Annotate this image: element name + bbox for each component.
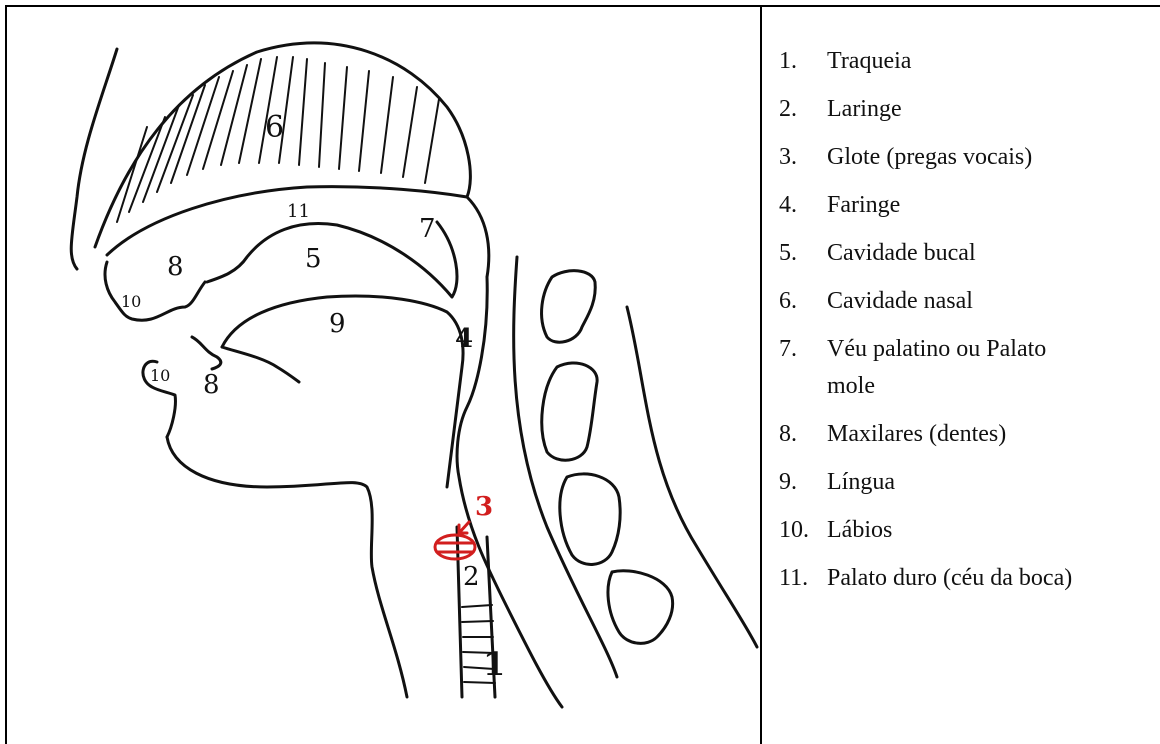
- legend-item-7: 7.Véu palatino ou Palato: [779, 336, 1159, 363]
- chin-neck: [167, 437, 407, 697]
- legend-item-2: 2.Laringe: [779, 96, 1159, 123]
- legend-item-1: 1.Traqueia: [779, 48, 1159, 75]
- legend-list: 1.Traqueia 2.Laringe 3.Glote (pregas voc…: [779, 48, 1159, 613]
- spine-front-line: [514, 257, 617, 677]
- column-divider: [760, 5, 762, 744]
- vertebra-3: [560, 474, 620, 565]
- legend-item-6: 6.Cavidade nasal: [779, 288, 1159, 315]
- legend-item-8: 8.Maxilares (dentes): [779, 421, 1159, 448]
- label-6: 6: [265, 110, 284, 145]
- legend-item-10: 10.Lábios: [779, 517, 1159, 544]
- vocal-tract-diagram: 1 2 3 4 5 6 7 8 8 9 10 10 11: [7, 7, 760, 744]
- lower-teeth: [192, 337, 221, 369]
- label-8a: 8: [167, 252, 184, 282]
- label-11: 11: [287, 201, 310, 222]
- nasal-cavity-outline: [95, 43, 470, 247]
- vertebra-2: [542, 363, 597, 460]
- label-10b: 10: [150, 366, 170, 385]
- label-9: 9: [329, 309, 346, 339]
- upper-lip-teeth: [105, 262, 205, 320]
- label-5: 5: [305, 244, 322, 274]
- vertebra-1: [542, 271, 596, 343]
- spine-back-line: [627, 307, 757, 647]
- glottis-mark: [435, 535, 475, 559]
- label-10a: 10: [121, 292, 141, 311]
- legend-item-9: 9.Língua: [779, 469, 1159, 496]
- glottis-lines: [437, 543, 473, 552]
- label-4: 4: [455, 324, 473, 354]
- legend-item-11: 11.Palato duro (céu da boca): [779, 565, 1159, 592]
- legend-item-5: 5.Cavidade bucal: [779, 240, 1159, 267]
- tongue-tip: [222, 347, 299, 382]
- legend-item-3: 3.Glote (pregas vocais): [779, 144, 1159, 171]
- vertebra-4: [608, 571, 673, 644]
- forehead-line: [71, 49, 117, 269]
- label-1: 1: [483, 645, 505, 683]
- glottis-arrow: [459, 522, 469, 533]
- label-7: 7: [419, 214, 436, 244]
- label-2: 2: [463, 562, 480, 592]
- legend-item-4: 4.Faringe: [779, 192, 1159, 219]
- label-8b: 8: [203, 370, 220, 400]
- legend-item-7-cont: mole: [779, 373, 1159, 400]
- label-3: 3: [475, 492, 493, 522]
